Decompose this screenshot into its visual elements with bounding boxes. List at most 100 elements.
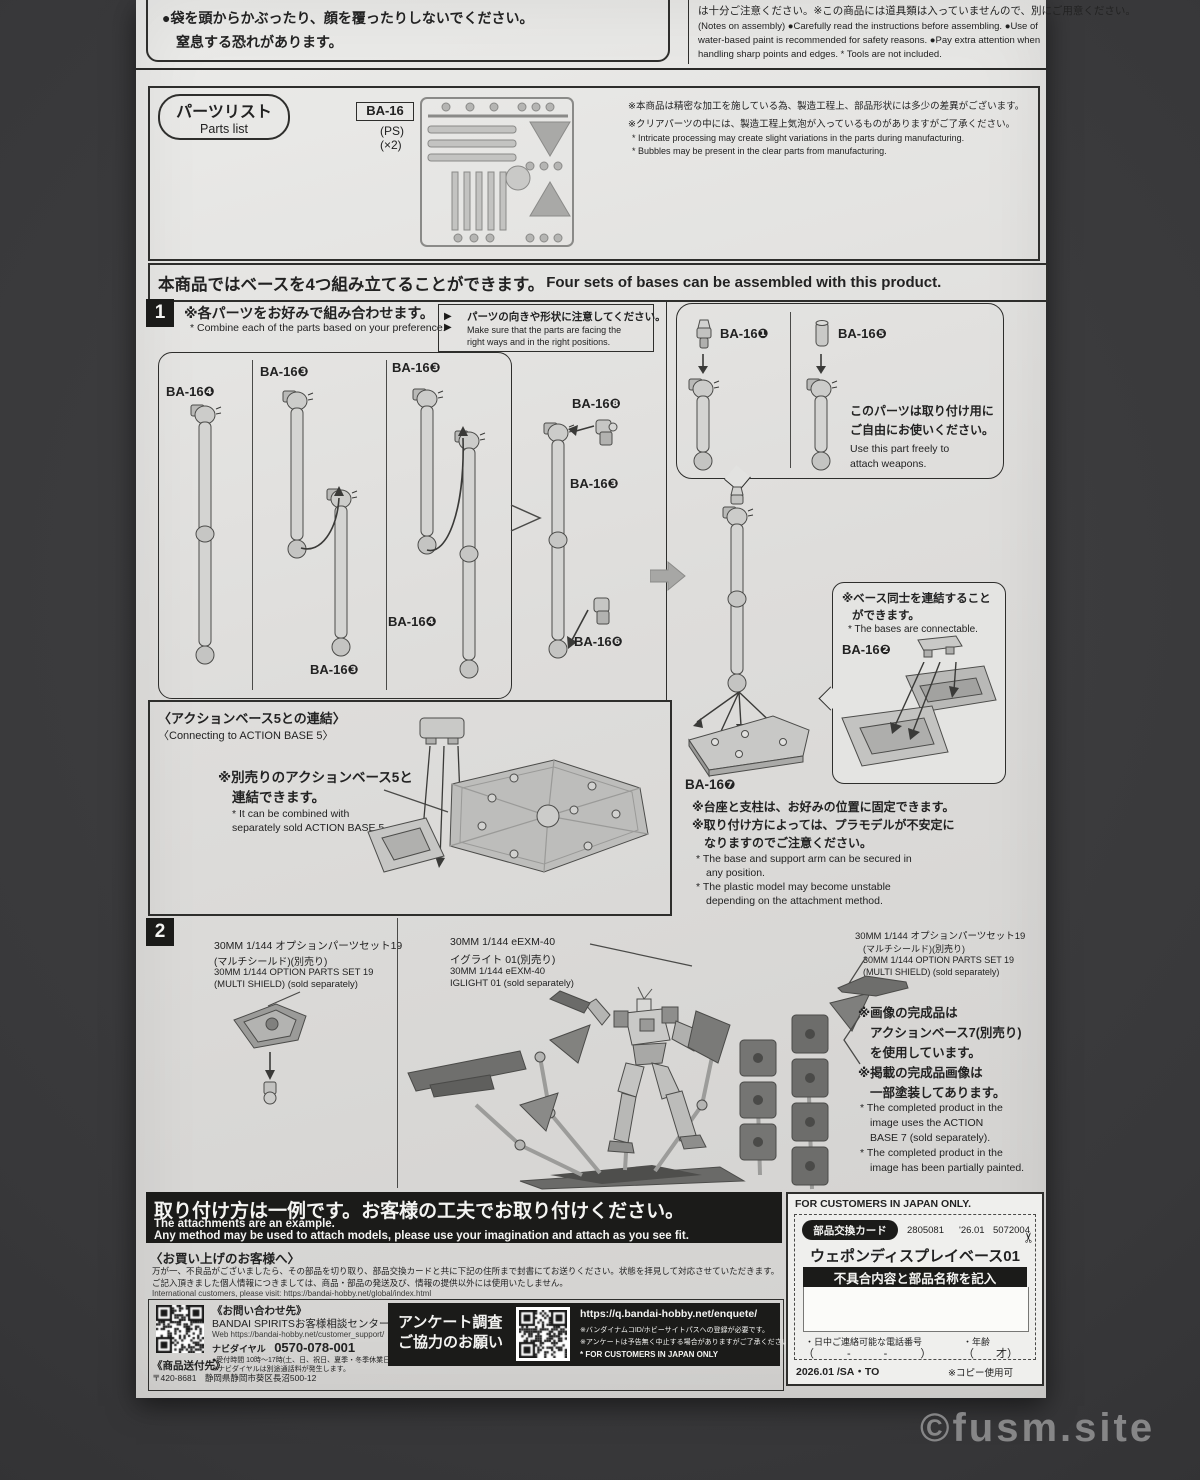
attach-arrow [567, 609, 589, 649]
card-header: FOR CUSTOMERS IN JAPAN ONLY. [795, 1198, 971, 1210]
exchange-card: 部品交換カード 2805081 '26.01 5072004 ✂ ウェポンディス… [794, 1214, 1036, 1360]
photo-note-jp1: ※画像の完成品は [858, 1006, 958, 1020]
fix-note-en3: * The plastic model may become unstable [696, 881, 891, 893]
part-label: BA-16❸ [310, 662, 359, 677]
survey-n1: ※バンダイナムコID/ホビーサイトパスへの登録が必要です。 [580, 1327, 769, 1334]
watermark: ©fusm.site [920, 1406, 1156, 1450]
purchase-l3: International customers, please visit: h… [152, 1289, 432, 1298]
part-label: BA-16❸ [570, 476, 619, 491]
runner-qty: (×2) [380, 138, 402, 152]
option-label-r4: (MULTI SHIELD) (sold separately) [863, 967, 1000, 977]
parts-note-en1: * Intricate processing may create slight… [632, 133, 965, 143]
free-note-en2: attach weapons. [850, 458, 927, 470]
banner-jp: 取り付け方は一例です。お客様の工夫でお取り付けください。 [154, 1201, 685, 1222]
iglight-label-c1: 30MM 1/144 eEXM-40 [450, 936, 556, 948]
runner-material: (PS) [380, 124, 404, 138]
contact-hours: ●受付時間 10時～17時(土、日、祝日、夏季・冬季休業日を除く) [212, 1357, 414, 1364]
warning-line: ●部品は番号を確かめ、きれいに切り取りましょう。 [162, 0, 668, 2]
fix-note-jp1: ※台座と支柱は、お好みの位置に固定できます。 [692, 800, 955, 814]
step1-divider [666, 300, 667, 700]
option-label-r1: 30MM 1/144 オプションパーツセット19 [855, 931, 1026, 942]
fix-note-jp3: なりますのでご注意ください。 [704, 836, 873, 850]
iglight-label-c2: イグライト 01(別売り) [450, 954, 556, 966]
card-copy-note: ※コピー使用可 [948, 1368, 1013, 1379]
action-base5-box [148, 700, 672, 916]
parts-list-section [148, 86, 1040, 261]
photo-note-en2: image uses the ACTION [870, 1117, 984, 1129]
arm-part-diagram [188, 402, 222, 666]
option-label-l2: (マルチシールド)(別売り) [214, 957, 328, 968]
survey-panel: アンケート調査 ご協力のお願い https://q.bandai-hobby.n… [388, 1303, 796, 1366]
survey-title2: ご協力のお願い [398, 1334, 504, 1351]
fix-note-en1: * The base and support arm can be secure… [696, 853, 912, 865]
connector-cap-part [917, 635, 963, 658]
fix-note-jp2: ※取り付け方によっては、プラモデルが不安定に [692, 818, 955, 832]
banner-en2: Any method may be used to attach models,… [154, 1230, 689, 1242]
card-num3: 5072004 [993, 1225, 1030, 1236]
part-label: BA-16❹ [388, 614, 437, 629]
photo-note-en5: image has been partially painted. [870, 1162, 1025, 1174]
purchase-l2: ご記入頂きました個人情報につきましては、商品・部品の発送及び、情報の提供以外には… [152, 1278, 568, 1288]
parts-note-jp2: ※クリアパーツの中には、製造工程上気泡が入っているものがありますがご了承ください… [628, 119, 1016, 130]
phone-number: 0570-078-001 [274, 1340, 356, 1355]
warning-box: ●部品は番号を確かめ、きれいに切り取りましょう。 ●袋を頭からかぶったり、顔を覆… [146, 0, 670, 62]
step1-badge: 1 [146, 299, 174, 327]
arm-part-diagram [804, 376, 838, 472]
cone-part [730, 486, 744, 505]
card-fill-bar: 不具合内容と部品名称を記入 [803, 1267, 1027, 1287]
top-divider [688, 0, 689, 64]
option-label-l4: (MULTI SHIELD) (sold separately) [214, 979, 358, 990]
ab5-title-en: 〈Connecting to ACTION BASE 5〉 [158, 730, 334, 742]
purchase-title: 〈お買い上げのお客様へ〉 [150, 1252, 301, 1266]
part-label: BA-16❶ [720, 326, 769, 341]
elbow-part [593, 597, 610, 625]
survey-n2: ※アンケートは予告無く中止する場合がありますがご了承ください。 [580, 1339, 796, 1346]
iglight-label-c4: IGLIGHT 01 (sold separately) [450, 978, 574, 989]
connect-arrow [300, 486, 344, 550]
photo-note-jp2: アクションベース7(別売り) [870, 1026, 1022, 1040]
step2-badge: 2 [146, 918, 174, 946]
arm-part-diagram [410, 386, 444, 556]
bubble-divider [790, 312, 791, 468]
warning-line: 窒息する恐れがあります。 [176, 34, 343, 50]
parts-note-en2: * Bubbles may be present in the clear pa… [632, 146, 887, 156]
card-age-row: （ 才） [963, 1348, 1018, 1360]
contact-navi-note: ※ナビダイヤルは別途通話料が発生します。 [212, 1366, 350, 1373]
qr-code-contact [156, 1305, 204, 1353]
runner-code: BA-16 [356, 102, 414, 121]
assembly-note-en3: handling sharp points and edges. * Tools… [698, 49, 942, 60]
free-note-jp1: このパーツは取り付け用に [850, 404, 994, 418]
support-pole-diagram [720, 504, 754, 694]
caution-arrows-icon: ▶▶ [444, 311, 452, 333]
banner-en1: The attachments are an example. [154, 1218, 335, 1230]
flow-arrow [650, 560, 686, 592]
part-label: BA-16❽ [572, 396, 621, 411]
card-product-name: ウェポンディスプレイベース01 [810, 1248, 1020, 1265]
photo-note-en4: * The completed product in the [860, 1147, 1003, 1159]
assembly-note-jp: は十分ご注意ください。※この商品には道具類は入っていませんので、別にご用意くださ… [698, 5, 1136, 17]
free-note-en1: Use this part freely to [850, 443, 950, 455]
connect-note-jp1: ※ベース同士を連結すること [842, 593, 991, 605]
attach-arrow [568, 425, 595, 436]
card-tel-row: （ - - ） [803, 1348, 932, 1360]
photo-note-jp4: ※掲載の完成品画像は [858, 1066, 983, 1080]
parts-card-section: FOR CUSTOMERS IN JAPAN ONLY. 部品交換カード 280… [786, 1192, 1044, 1386]
navi-dial-label: ナビダイヤル [212, 1344, 266, 1354]
option-label-l1: 30MM 1/144 オプションパーツセット19 [214, 940, 403, 952]
warning-line: ●袋を頭からかぶったり、顔を覆ったりしないでください。 [162, 10, 534, 26]
part-label: BA-16❻ [574, 634, 623, 649]
step1-note-en: * Combine each of the parts based on you… [190, 322, 446, 334]
elbow-part [595, 419, 618, 446]
step2-divider [397, 918, 398, 1188]
card-date-code: 2026.01 /SA・TO [796, 1366, 880, 1378]
ab5-note-jp1: ※別売りのアクションベース5と [218, 770, 413, 785]
part-label: BA-16❺ [838, 326, 887, 341]
survey-n3: * FOR CUSTOMERS IN JAPAN ONLY [580, 1350, 719, 1359]
option-label-r2: (マルチシールド)(別売り) [863, 944, 965, 954]
connect-note-jp2: ができます。 [852, 610, 920, 622]
contact-title: 《お問い合わせ先》 [212, 1305, 307, 1317]
step1-caution-box: ▶▶ パーツの向きや形状に注意してください。 Make sure that th… [438, 304, 666, 352]
part-label: BA-16❷ [842, 642, 891, 657]
base-tray-diagram [688, 715, 810, 778]
